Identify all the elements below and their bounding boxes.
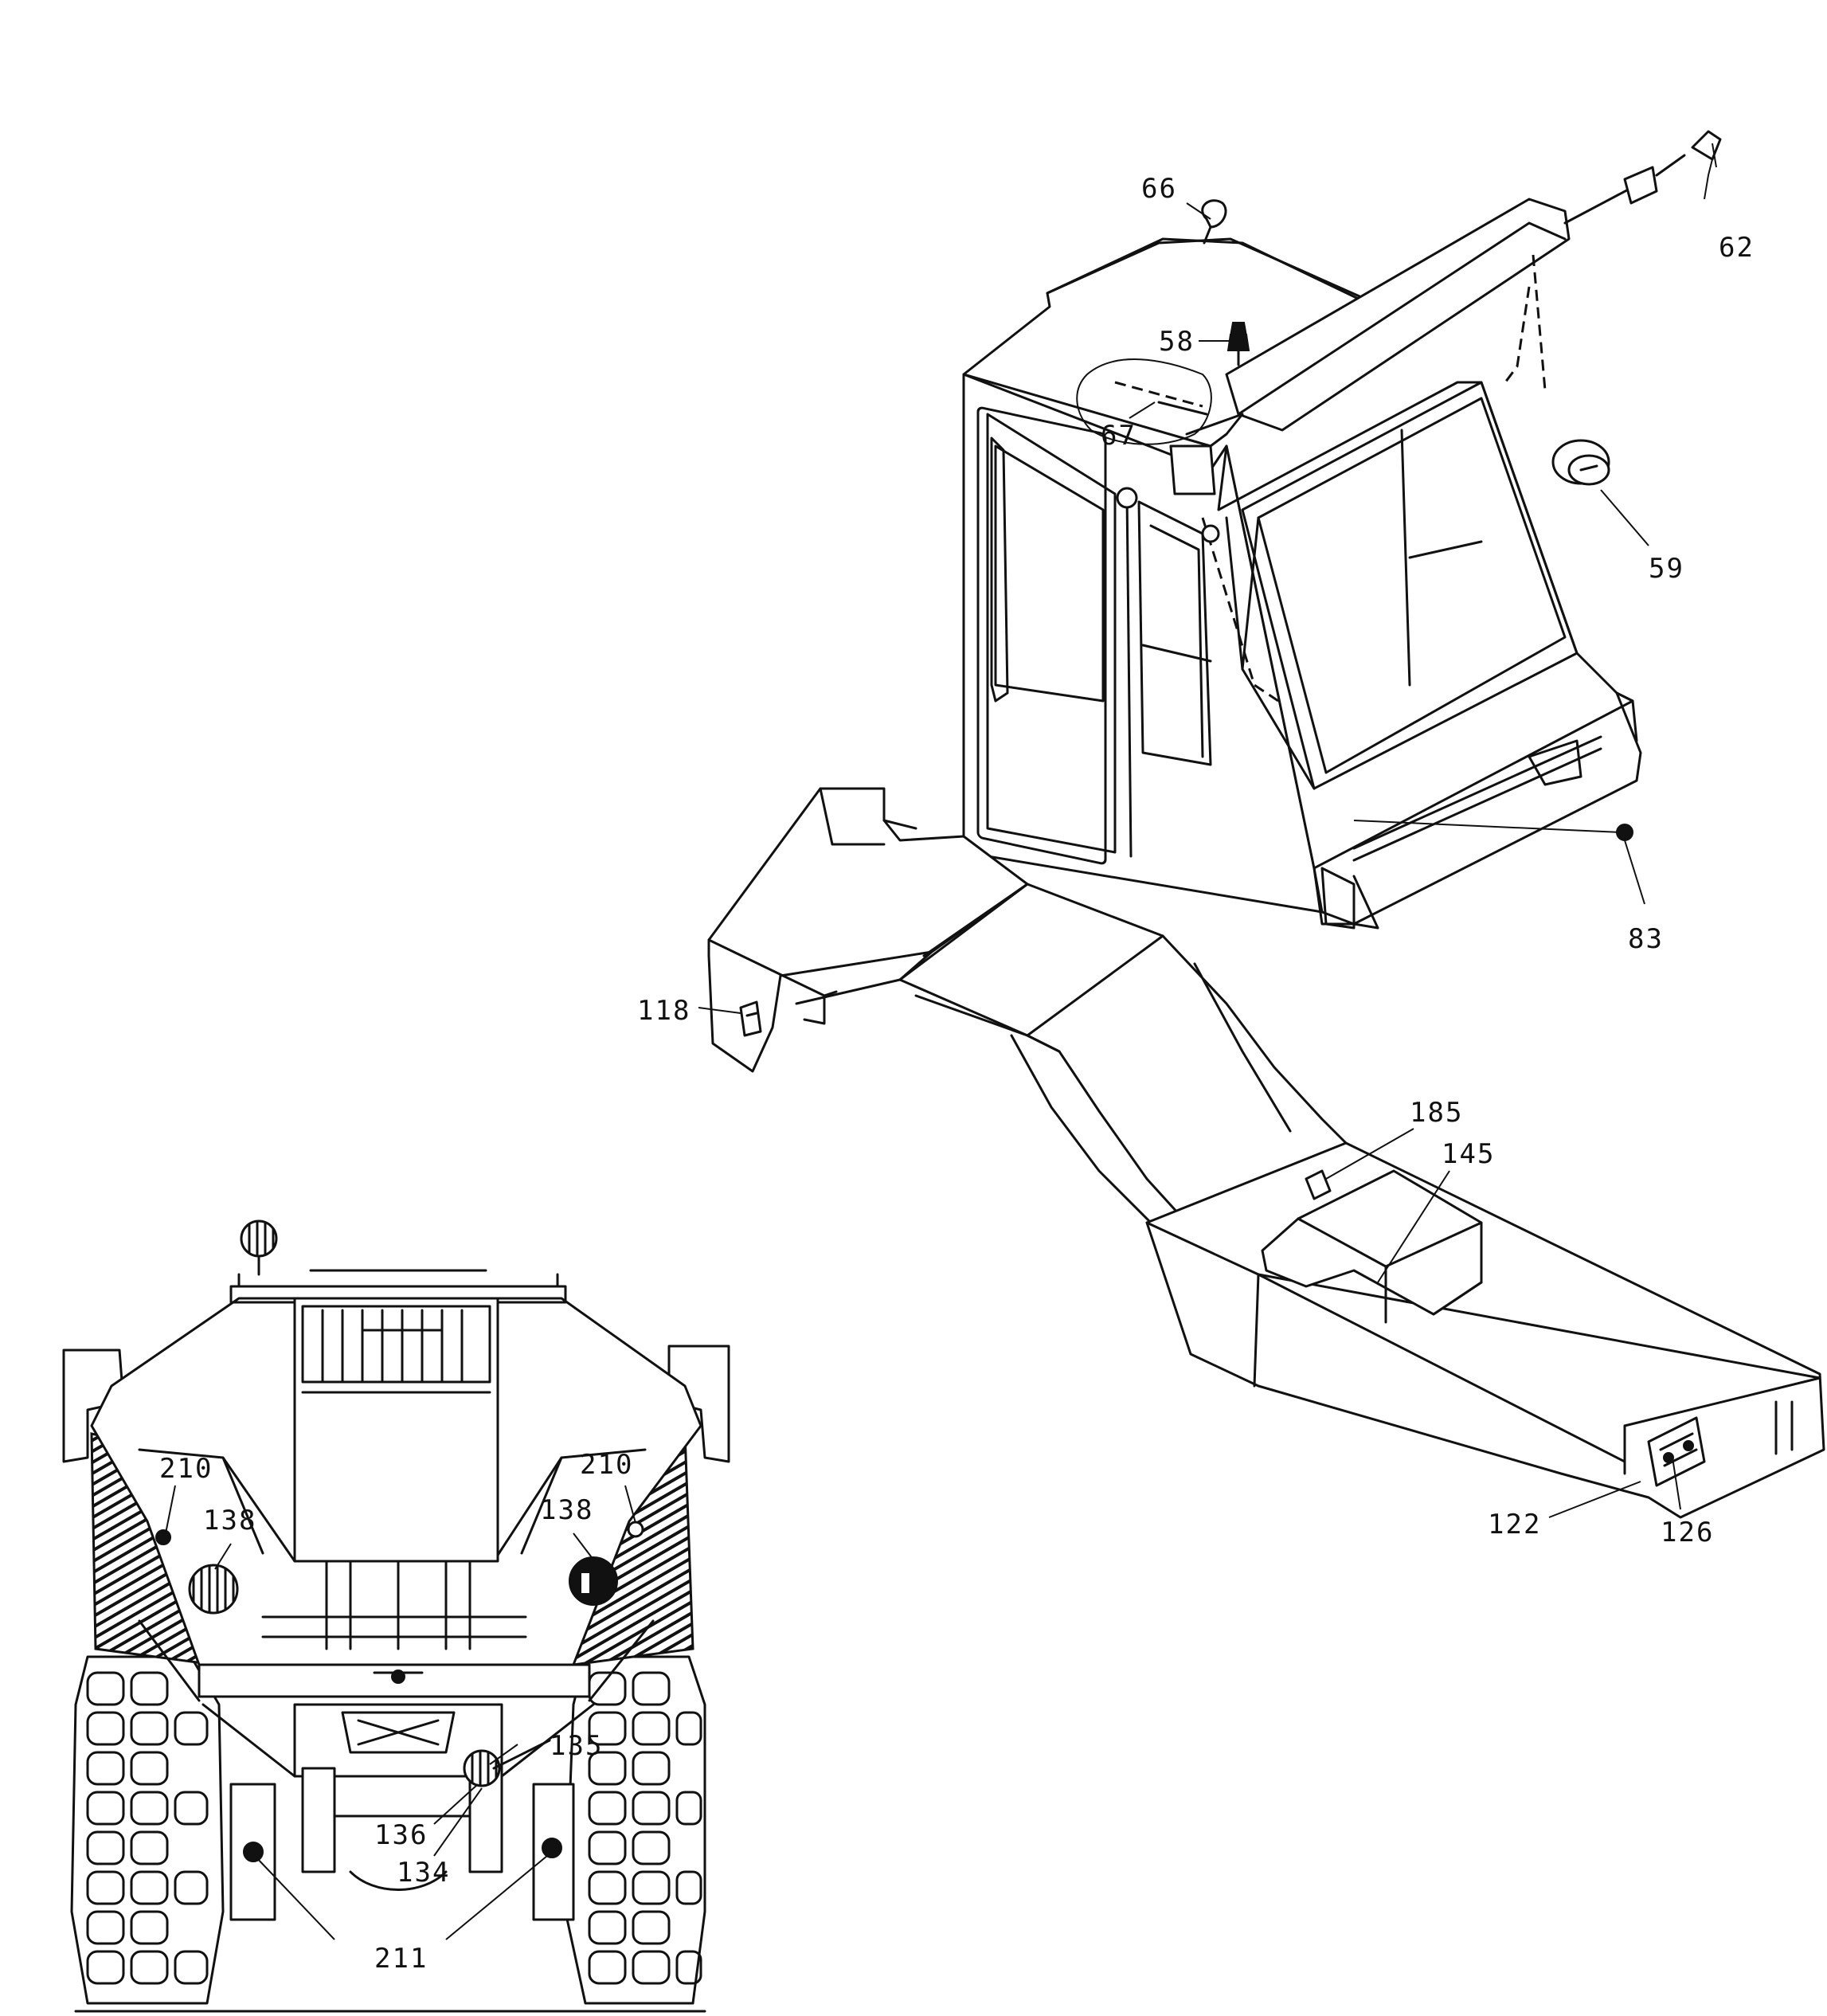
callout-118: 118 <box>637 995 691 1027</box>
callout-135: 135 <box>550 1730 603 1762</box>
part-66-clip <box>1201 199 1227 245</box>
callout-210-right: 210 <box>580 1449 633 1481</box>
callout-59: 59 <box>1649 553 1684 585</box>
cab-assembly <box>962 154 1686 930</box>
callout-138-left: 138 <box>203 1505 256 1536</box>
callout-122: 122 <box>1488 1509 1541 1540</box>
front-view-vehicle <box>62 1219 730 2013</box>
part-58-fastener <box>1226 322 1250 366</box>
part-62-cap <box>1691 130 1722 161</box>
callout-62: 62 <box>1719 232 1755 264</box>
callout-134: 134 <box>397 1857 450 1889</box>
callout-labels: 66 62 58 67 59 83 118 185 145 122 126 21… <box>159 173 1755 1975</box>
callout-185: 185 <box>1410 1097 1463 1129</box>
frame-assembly <box>707 787 1825 1519</box>
callout-67: 67 <box>1101 420 1136 452</box>
callout-138-right: 138 <box>540 1494 593 1526</box>
callout-66: 66 <box>1141 173 1177 205</box>
callout-83: 83 <box>1628 923 1664 955</box>
leader-lines <box>165 143 1717 1940</box>
left-tire-tread <box>86 1671 209 1985</box>
callout-145: 145 <box>1442 1138 1495 1170</box>
callout-136: 136 <box>374 1819 428 1851</box>
part-59-knob <box>1551 439 1610 486</box>
callout-126: 126 <box>1661 1517 1714 1548</box>
callout-58: 58 <box>1159 326 1195 358</box>
callout-211: 211 <box>374 1943 428 1975</box>
callout-210-left: 210 <box>159 1453 213 1485</box>
right-tire-tread <box>588 1671 702 1985</box>
